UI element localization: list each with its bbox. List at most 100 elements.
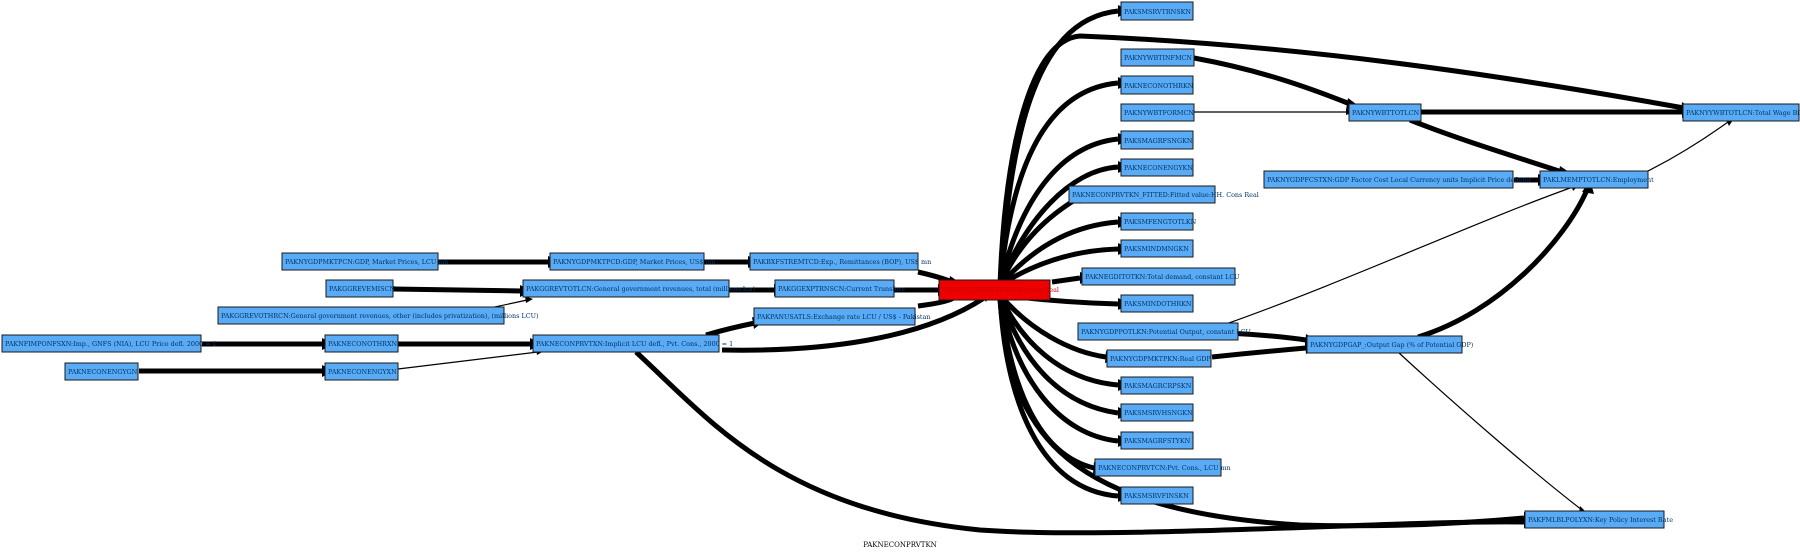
node-label: PAKNYGDPMKTPCD:GDP, Market Prices, US$ m… xyxy=(553,258,716,266)
node-label: PAKGGREVTOTLCN:General government revenu… xyxy=(526,285,755,293)
node-wbttot[interactable]: PAKNYWBTTOTLCN xyxy=(1348,103,1422,122)
node-box xyxy=(1106,349,1212,368)
node-deflator[interactable]: PAKNECONPRVTXN:Implicit LCU defl., Pvt. … xyxy=(532,334,733,353)
edge xyxy=(1397,351,1583,511)
node-label: PAKNEGDITOTKN:Total demand, constant LCU xyxy=(1085,273,1240,281)
node-box xyxy=(549,252,705,271)
node-label: PAKSMSRVTRNSKN xyxy=(1124,8,1191,16)
edge xyxy=(997,299,1525,529)
node-label: PAKSMAGRCRPSKN xyxy=(1124,382,1192,390)
node-label: PAKNECONENGYGN xyxy=(68,368,138,376)
node-neconoth-x[interactable]: PAKNECONOTHRXN xyxy=(324,334,399,353)
node-ggrevtot[interactable]: PAKGGREVTOTLCN:General government revenu… xyxy=(522,279,755,298)
edge xyxy=(721,295,986,353)
node-remit[interactable]: PAKBXFSTREMTCD:Exp., Remittances (BOP), … xyxy=(749,252,931,271)
node-box xyxy=(324,362,399,381)
node-box xyxy=(1120,376,1194,395)
node-smagrf[interactable]: PAKSMAGRFSTYKN xyxy=(1120,431,1194,450)
edge xyxy=(1211,345,1307,360)
node-box xyxy=(1348,103,1422,122)
node-gdpfcst[interactable]: PAKNYGDPFCSTXN:GDP Factor Cost Local Cur… xyxy=(1263,170,1533,189)
node-label: PAKNECONPRVTXN:Implicit LCU defl., Pvt. … xyxy=(536,340,733,348)
node-necengyx[interactable]: PAKNECONENGYXN xyxy=(324,362,399,381)
node-smfengt[interactable]: PAKSMFENGTOTLKN xyxy=(1120,212,1197,231)
node-box xyxy=(1,334,202,353)
edge xyxy=(705,320,756,338)
node-smagrc[interactable]: PAKSMAGRCRPSKN xyxy=(1120,376,1194,395)
node-fitted[interactable]: PAKNECONPRVTKN_FITTED:Fitted value:HH. C… xyxy=(1068,185,1259,204)
node-label: PAKNECONPRVTKN:HH. Cons Real xyxy=(942,286,1059,294)
node-label: PAKBXFSTREMTCD:Exp., Remittances (BOP), … xyxy=(753,258,931,266)
node-label: PAKSMINDMNGKN xyxy=(1124,245,1189,253)
node-label: PAKNYGDPFCSTXN:GDP Factor Cost Local Cur… xyxy=(1267,176,1533,184)
node-box xyxy=(1081,267,1236,286)
node-box xyxy=(522,279,730,298)
node-smsrvh[interactable]: PAKSMSRVHSNGKN xyxy=(1120,403,1194,422)
node-label: PAKPANUSATLS:Exchange rate LCU / US$ - P… xyxy=(757,313,930,321)
node-wagebill[interactable]: PAKNYYWBTOTLCN:Total Wage Bill xyxy=(1682,103,1800,122)
node-label: PAKFMLBLPOLYXN:Key Policy Interest Rate xyxy=(1528,516,1673,524)
node-gdpmkt-lcu[interactable]: PAKNYGDPMKTPCN:GDP, Market Prices, LCU m… xyxy=(281,252,449,271)
node-exchrate[interactable]: PAKPANUSATLS:Exchange rate LCU / US$ - P… xyxy=(753,307,930,326)
node-label: PAKNYGDPMKTPKN:Real GDP xyxy=(1110,355,1211,363)
node-label: PAKNECONPRVTKN_FITTED:Fitted value:HH. C… xyxy=(1072,191,1259,199)
node-negdi[interactable]: PAKNEGDITOTKN:Total demand, constant LCU xyxy=(1081,267,1240,286)
node-smsrvf[interactable]: PAKSMSRVFINSKN xyxy=(1120,486,1194,505)
node-ggrevoth[interactable]: PAKGGREVOTHRCN:General government revenu… xyxy=(217,306,538,325)
node-ggrevemis[interactable]: PAKGGREVEMISCN xyxy=(325,279,395,298)
node-wbtform[interactable]: PAKNYWBTFORMCN xyxy=(1120,103,1195,122)
node-label: PAKNYYWBTOTLCN:Total Wage Bill xyxy=(1686,109,1800,117)
node-box xyxy=(1120,75,1194,95)
node-box xyxy=(1120,103,1195,122)
node-label: PAKGGREVEMISCN xyxy=(329,285,395,293)
node-box xyxy=(217,306,505,325)
edge xyxy=(997,33,1685,286)
node-box xyxy=(1068,185,1216,204)
node-necon-oth[interactable]: PAKNECONOTHRKN xyxy=(1120,75,1194,95)
edge xyxy=(1409,117,1563,175)
node-potout[interactable]: PAKNYGDPPOTLKN:Potential Output, constan… xyxy=(1077,322,1251,341)
node-wbtinf[interactable]: PAKNYWBTINFMCN xyxy=(1120,48,1195,67)
node-target[interactable]: PAKNECONPRVTKN:HH. Cons Real xyxy=(938,279,1059,301)
node-box xyxy=(774,279,895,298)
node-label: PAKSMAGRFSTYKN xyxy=(1124,437,1191,445)
edge xyxy=(634,350,1525,536)
node-box xyxy=(1120,1,1194,21)
node-box xyxy=(325,279,394,298)
node-label: PAKNECONPRVTCN:Pvt. Cons., LCU mn xyxy=(1098,464,1231,472)
graph-nodes: PAKSMSRVTRNSKN PAKNYWBTINFMCN PAKNECONOT… xyxy=(1,1,1800,529)
node-label: PAKGGREVOTHRCN:General government revenu… xyxy=(221,312,538,320)
node-label: PAKNECONOTHRKN xyxy=(1124,82,1194,90)
node-smindo[interactable]: PAKSMINDOTHRKN xyxy=(1120,294,1194,313)
node-label: PAKSMFENGTOTLKN xyxy=(1124,218,1197,226)
edge xyxy=(997,80,1119,286)
node-ggexp[interactable]: PAKGGEXPTRNSCN:Current Transfers xyxy=(774,279,905,298)
node-prvtcn[interactable]: PAKNECONPRVTCN:Pvt. Cons., LCU mn xyxy=(1094,458,1231,477)
node-box xyxy=(1120,239,1194,258)
node-ffimp[interactable]: PAKNFIMPONFSXN:Imp., GNFS (NIA), LCU Pri… xyxy=(1,334,217,353)
node-econengy[interactable]: PAKNECONENGYKN xyxy=(1120,158,1194,177)
node-label: PAKLMEMPTOTLCN:Employment xyxy=(1543,176,1654,184)
node-smagr[interactable]: PAKSMAGRFSNGKN xyxy=(1120,130,1194,150)
node-label: PAKNYGDPPOTLKN:Potential Output, constan… xyxy=(1081,328,1251,336)
edge xyxy=(392,286,523,294)
node-realgdp[interactable]: PAKNYGDPMKTPKN:Real GDP xyxy=(1106,349,1212,368)
node-label: PAKGGEXPTRNSCN:Current Transfers xyxy=(778,285,905,293)
node-box xyxy=(1120,130,1194,150)
node-necengyg[interactable]: PAKNECONENGYGN xyxy=(64,362,139,381)
node-policyrate[interactable]: PAKFMLBLPOLYXN:Key Policy Interest Rate xyxy=(1524,510,1673,529)
edge xyxy=(998,219,1119,287)
node-outgap[interactable]: PAKNYGDPGAP_:Output Gap (% of Potential … xyxy=(1306,335,1473,354)
node-lmemp[interactable]: PAKLMEMPTOTLCN:Employment xyxy=(1539,170,1654,189)
edge xyxy=(397,351,539,370)
node-box xyxy=(64,362,139,381)
edge xyxy=(997,136,1119,286)
node-smind[interactable]: PAKSMINDMNGKN xyxy=(1120,239,1194,258)
edge xyxy=(1645,121,1729,173)
node-ms-rvtrn[interactable]: PAKSMSRVTRNSKN xyxy=(1120,1,1194,21)
node-box xyxy=(749,252,919,271)
node-gdpmkt-usd[interactable]: PAKNYGDPMKTPCD:GDP, Market Prices, US$ m… xyxy=(549,252,716,271)
node-box xyxy=(753,307,916,326)
edge xyxy=(998,246,1119,288)
